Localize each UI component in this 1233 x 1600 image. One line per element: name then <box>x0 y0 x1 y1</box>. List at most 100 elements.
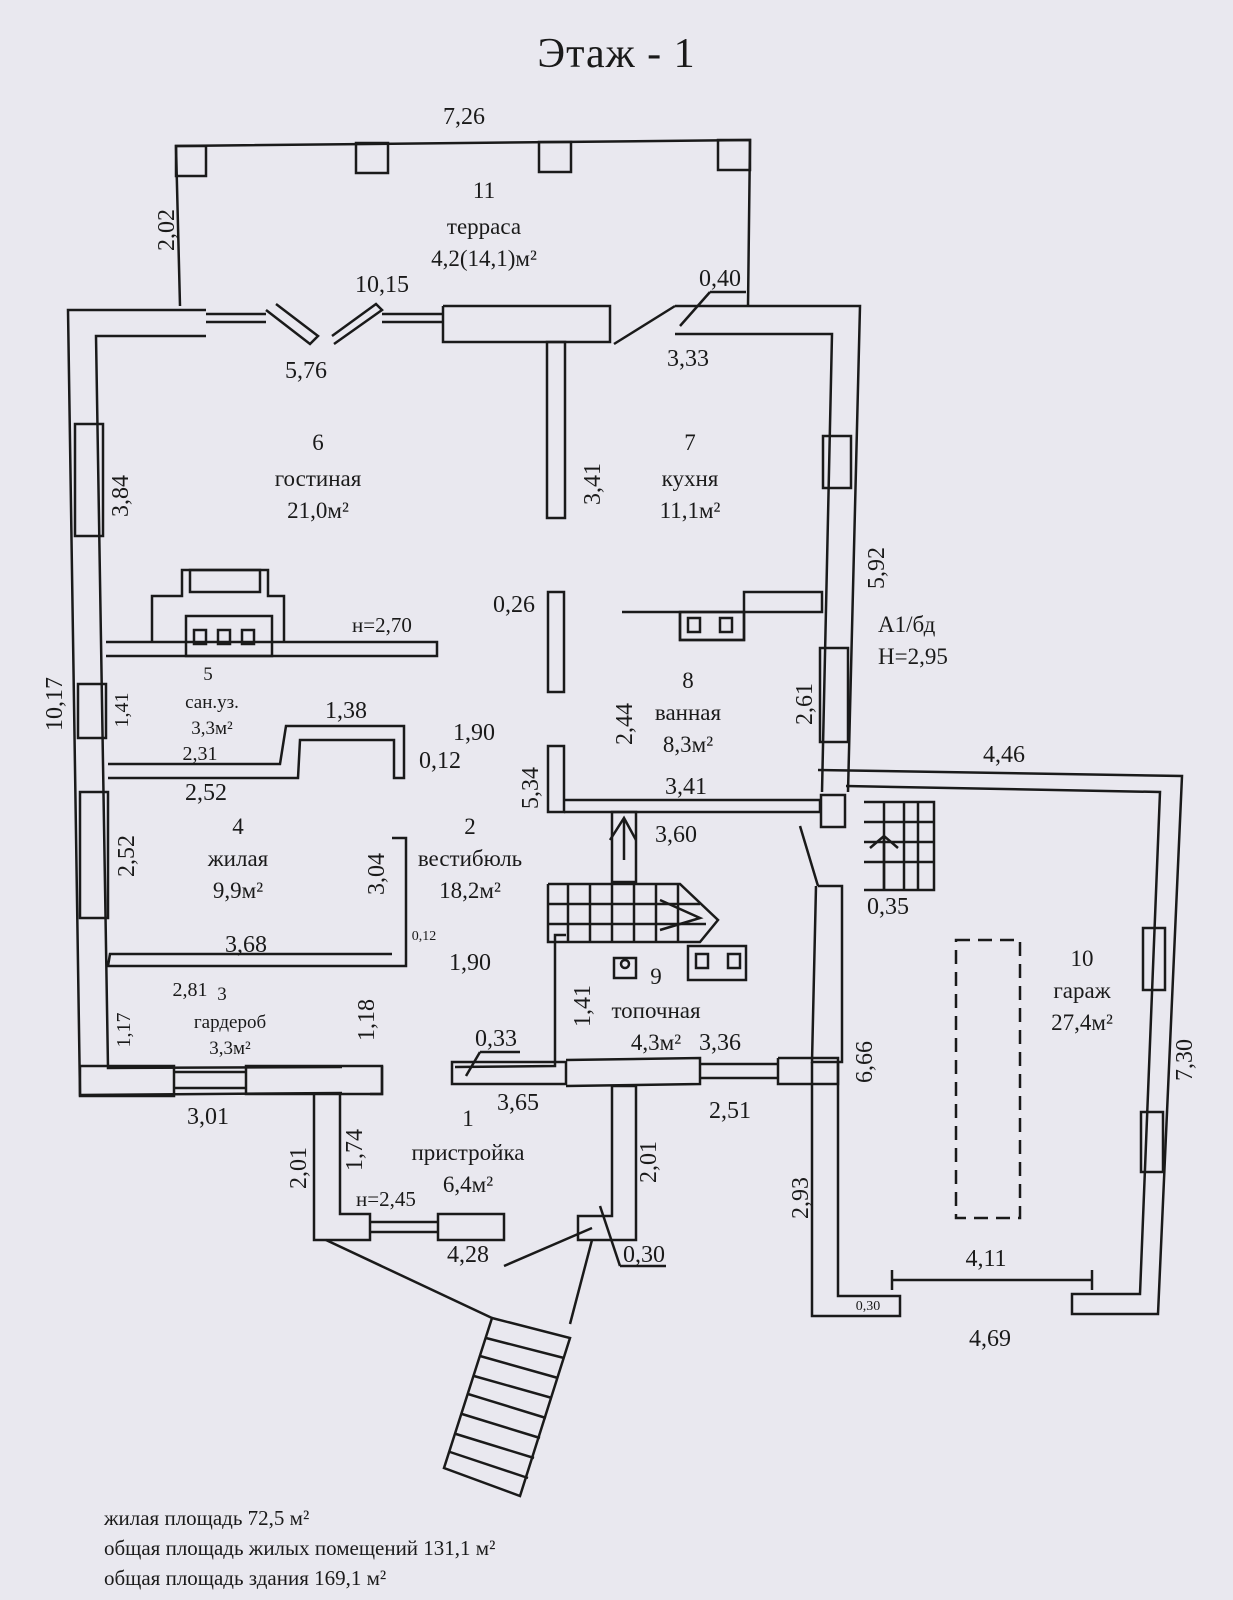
room-7-name: кухня <box>662 466 719 491</box>
dim-garage-293: 2,93 <box>788 1177 814 1219</box>
area-summary: жилая площадь 72,5 м² общая площадь жилы… <box>104 1503 495 1593</box>
room-5-area: 3,3м² <box>191 718 233 739</box>
dim-wall-035: 0,35 <box>867 894 909 920</box>
dim-right-upper: 5,92 <box>864 547 890 589</box>
room-9-area: 4,3м² <box>631 1030 681 1055</box>
height-living: н=2,70 <box>352 613 412 637</box>
room-6-number: 6 <box>312 430 324 455</box>
dim-wc-top: 1,38 <box>325 698 367 724</box>
dim-garage-gate: 4,11 <box>965 1246 1006 1272</box>
dim-living4-bottom: 3,68 <box>225 932 267 958</box>
dim-wall-030b: 0,30 <box>856 1299 881 1314</box>
bottom-wall <box>78 1064 384 1098</box>
terrace <box>174 138 752 307</box>
entrance-steps <box>442 1316 572 1498</box>
floor-title: Этаж - 1 <box>537 31 696 77</box>
dim-door-post: 0,40 <box>699 266 741 292</box>
dim-wall-030a: 0,30 <box>623 1242 665 1268</box>
room-8-area: 8,3м² <box>663 732 713 757</box>
dim-bath-height: 2,44 <box>612 703 638 745</box>
room-8-name: ванная <box>655 700 722 725</box>
dim-terrace-width: 7,26 <box>443 104 485 130</box>
room-2-area: 18,2м² <box>439 878 501 903</box>
room-1-name: пристройка <box>411 1140 524 1165</box>
boiler <box>612 944 748 982</box>
dim-bath-right: 2,61 <box>792 683 818 725</box>
stove-living <box>150 568 286 658</box>
dim-annex-174: 1,74 <box>342 1129 368 1171</box>
dim-total-left: 10,17 <box>42 677 68 731</box>
garage-walls <box>810 768 1184 1318</box>
dim-boiler-width: 3,36 <box>699 1030 741 1056</box>
dim-living-left: 3,84 <box>108 475 134 517</box>
dim-garage-top: 4,46 <box>983 742 1025 768</box>
stove-kitchen <box>622 590 824 642</box>
dim-living-width: 5,76 <box>285 358 327 384</box>
room-4-name: жилая <box>207 846 269 871</box>
dim-garage-right: 7,30 <box>1172 1039 1198 1081</box>
balcony-doors <box>206 302 676 346</box>
block-label: А1/бд <box>878 612 936 637</box>
dim-annex-left: 2,01 <box>286 1147 312 1189</box>
dim-garage-bottom: 4,69 <box>969 1326 1011 1352</box>
dim-terrace-inner: 10,15 <box>355 272 409 298</box>
dim-bath-small: 1,41 <box>111 693 133 728</box>
room-11-name: терраса <box>447 214 521 239</box>
room-9-number: 9 <box>650 964 662 989</box>
room-5-name: сан.уз. <box>185 692 239 713</box>
dim-annex-bottom: 4,28 <box>447 1242 489 1268</box>
main-stairs <box>546 882 720 944</box>
dim-annex-right: 2,01 <box>636 1141 662 1183</box>
dim-wc-width: 2,31 <box>183 743 218 765</box>
dim-bath-width: 3,41 <box>665 774 707 800</box>
dim-boiler-141: 1,41 <box>570 985 596 1027</box>
room-2-number: 2 <box>464 814 476 839</box>
room-4-area: 9,9м² <box>213 878 263 903</box>
dim-vest-534: 5,34 <box>518 767 544 809</box>
room-10-name: гараж <box>1053 978 1110 1003</box>
room-6-area: 21,0м² <box>287 498 349 523</box>
room-1-area: 6,4м² <box>443 1172 493 1197</box>
room-6-name: гостиная <box>275 466 362 491</box>
height-annex: н=2,45 <box>356 1187 416 1211</box>
garage-stairs <box>864 800 936 892</box>
summary-total-building: общая площадь здания 169,1 м² <box>104 1566 387 1590</box>
dim-wall-012a: 0,12 <box>419 748 461 774</box>
dim-annex-top: 3,65 <box>497 1090 539 1116</box>
dim-vest-190a: 1,90 <box>453 720 495 746</box>
height-main: Н=2,95 <box>878 644 948 669</box>
dim-stair: 3,60 <box>655 822 697 848</box>
dim-terrace-depth: 2,02 <box>154 209 180 251</box>
annex <box>312 1084 638 1325</box>
room-10-area: 27,4м² <box>1051 1010 1113 1035</box>
dim-garage-length: 6,66 <box>852 1041 878 1083</box>
room-11-number: 11 <box>473 178 495 203</box>
dim-ward-118: 1,18 <box>354 999 380 1041</box>
exterior-wall <box>66 304 862 1097</box>
dim-boiler-bottom: 2,51 <box>709 1098 751 1124</box>
summary-living-area: жилая площадь 72,5 м² <box>104 1506 310 1530</box>
dim-vest-190b: 1,90 <box>449 950 491 976</box>
room-7-number: 7 <box>684 430 696 455</box>
room-9-name: топочная <box>611 998 701 1023</box>
dim-wall-033: 0,33 <box>475 1026 517 1052</box>
dim-kitchen-width: 3,33 <box>667 346 709 372</box>
dim-bottom-left: 3,01 <box>187 1104 229 1130</box>
room-5-number: 5 <box>203 664 213 685</box>
room-3-name: гардероб <box>194 1012 266 1033</box>
room-1-number: 1 <box>462 1106 474 1131</box>
room-2-name: вестибюль <box>418 846 522 871</box>
room-4-number: 4 <box>232 814 244 839</box>
dim-living4-top: 2,52 <box>185 780 227 806</box>
dim-vest-304: 3,04 <box>364 853 390 895</box>
boiler-wall <box>450 1056 840 1088</box>
summary-total-living: общая площадь жилых помещений 131,1 м² <box>104 1536 496 1560</box>
room-3-area: 3,3м² <box>209 1038 251 1059</box>
room-8-number: 8 <box>682 668 694 693</box>
dim-partition: 3,41 <box>580 463 606 505</box>
dim-ward-side: 1,17 <box>113 1013 135 1048</box>
room-7-area: 11,1м² <box>660 498 721 523</box>
dim-ward-width: 2,81 <box>173 979 208 1001</box>
room-3-number: 3 <box>217 984 227 1005</box>
